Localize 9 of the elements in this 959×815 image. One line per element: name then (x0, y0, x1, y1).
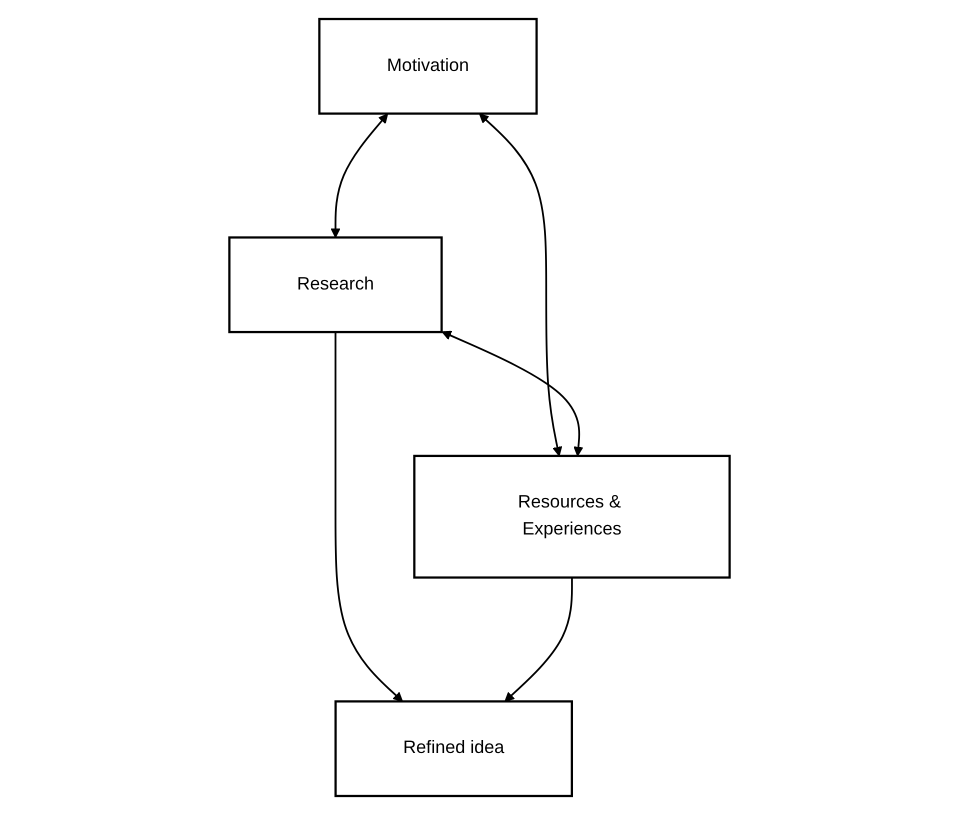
node-box: Resources & Experiences (413, 454, 731, 579)
arrow (334, 332, 403, 702)
arrow (442, 330, 584, 456)
node-box: Research (228, 236, 443, 334)
arrow (330, 114, 388, 238)
node-box: Refined idea (334, 700, 573, 798)
arrow (504, 578, 573, 702)
node-box: Motivation (318, 18, 538, 115)
arrow (479, 113, 562, 456)
